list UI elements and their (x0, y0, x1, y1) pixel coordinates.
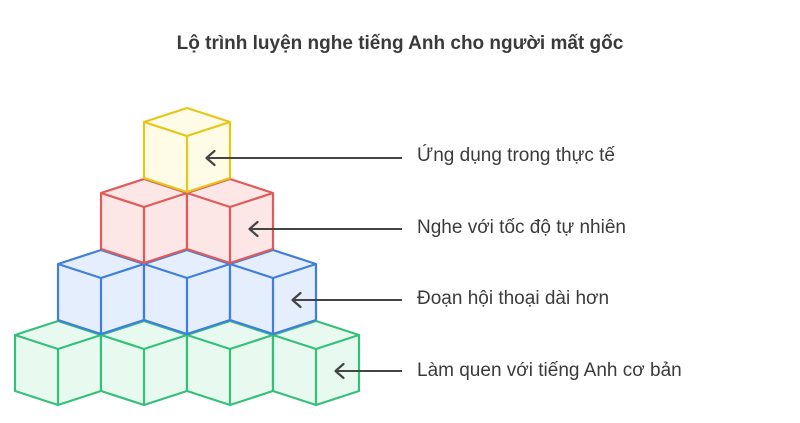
arrow-left-icon (291, 291, 402, 309)
cube-row-level-3 (99, 177, 275, 265)
level-2-label: Đoạn hội thoại dài hơn (417, 288, 610, 309)
diagram-title: Lộ trình luyện nghe tiếng Anh cho người … (176, 33, 624, 54)
cube-row-level-2 (56, 248, 318, 336)
cube-row-level-4 (142, 106, 232, 194)
level-4-label: Ứng dụng trong thực tế (417, 145, 615, 166)
arrow-left-icon (248, 220, 402, 238)
level-3-label: Nghe với tốc độ tự nhiên (417, 217, 626, 238)
arrow-left-icon (334, 362, 402, 380)
level-1-label: Làm quen với tiếng Anh cơ bản (417, 360, 682, 381)
arrow-left-icon (205, 149, 402, 167)
